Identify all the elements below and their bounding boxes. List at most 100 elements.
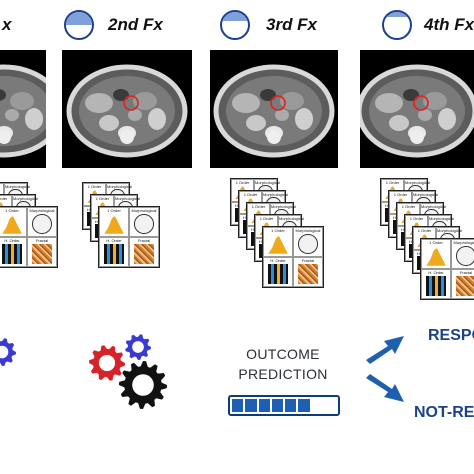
progress-segment [324, 399, 336, 412]
fraction-moon-icon [382, 10, 412, 40]
arrow-icon-down-right [366, 374, 404, 402]
feature-cell-label: Morphological [131, 208, 157, 213]
moon-fill [222, 12, 248, 22]
feature-cell-visual [32, 244, 52, 264]
feature-cell-label: H. Order [4, 238, 20, 243]
feature-cell-visual [32, 214, 52, 234]
feature-cell: Fractal [293, 257, 323, 287]
gear-icon-left-partial [0, 338, 16, 366]
progress-segment [311, 399, 323, 412]
feature-cell-label: 1 Order [259, 216, 274, 221]
feature-cell-visual [134, 244, 154, 264]
progress-segment [298, 399, 310, 412]
feature-cell-visual [456, 276, 474, 296]
progress-segment [232, 399, 244, 412]
feature-cell: 1 Order [99, 207, 129, 237]
feature-cell-visual [426, 248, 446, 266]
progress-segment [271, 399, 283, 412]
prediction-progress-bar [228, 395, 340, 416]
feature-cell-label: Morphological [263, 192, 288, 197]
fraction-label: 2nd Fx [108, 15, 163, 34]
feature-cell: H. Order [421, 269, 451, 299]
feature-cell-label: Morphological [413, 192, 438, 197]
gear-icon-red [89, 345, 125, 381]
mri-slice-3 [210, 50, 338, 168]
feature-cell: Morphological [27, 207, 57, 237]
feature-cell-label: 1 Order [385, 180, 400, 185]
feature-cell-label: Morphological [29, 208, 55, 213]
gear-icon-black [119, 361, 167, 409]
feature-cell-visual [2, 216, 22, 234]
feature-cell: 1 Order [421, 239, 451, 269]
tumor-roi-circle [123, 95, 139, 111]
feature-cell-label: Fractal [35, 238, 49, 243]
feature-cell-label: Morphological [429, 216, 454, 221]
tumor-roi-circle [270, 95, 286, 111]
fraction-label: 3rd Fx [266, 15, 318, 34]
feature-cell-label: 1 Order [393, 192, 408, 197]
feature-cell-visual [2, 244, 22, 264]
feature-cell-label: 1 Order [0, 184, 3, 189]
feature-cell-label: 1 Order [251, 204, 266, 209]
feature-cell-label: Morphological [255, 180, 280, 185]
feature-cell-visual [134, 214, 154, 234]
feature-cell-label: Morphological [437, 228, 462, 233]
feature-cell-label: Fractal [137, 238, 151, 243]
feature-cell-label: 1 Order [5, 208, 19, 213]
feature-cell: H. Order [263, 257, 293, 287]
feature-cell-label: Morphological [271, 204, 296, 209]
responder-label: RESPO [428, 327, 474, 344]
fraction-label: x [2, 15, 12, 34]
feature-cell-label: 1 Order [271, 228, 285, 233]
feature-cell-visual [104, 244, 124, 264]
feature-cell-visual [298, 264, 318, 284]
feature-cell-visual [104, 216, 124, 234]
fraction-moon-icon [64, 10, 94, 40]
mri-image [0, 64, 46, 158]
feature-cell-label: Morphological [453, 240, 474, 245]
non-responder-label: NOT-RE [414, 404, 474, 421]
feature-cell-label: H. Order [428, 270, 444, 275]
feature-cell-label: 1 Order [107, 208, 121, 213]
mri-slice-1 [0, 50, 46, 168]
feature-cell: H. Order [99, 237, 129, 267]
feature-cell-visual [268, 264, 288, 284]
feature-cell-label: Morphological [279, 216, 304, 221]
mri-image [66, 64, 188, 158]
feature-cell-label: Morphological [115, 196, 140, 201]
progress-segment [285, 399, 297, 412]
feature-cell: Fractal [129, 237, 159, 267]
gears-cluster [89, 334, 167, 409]
feature-card: 1 Order Morphological H. Order Fractal [420, 238, 474, 300]
feature-cell-visual [456, 246, 474, 266]
feature-cell-label: Morphological [405, 180, 430, 185]
feature-cell-visual [426, 276, 446, 296]
mri-slice-4 [360, 50, 474, 168]
feature-cell: H. Order [0, 237, 27, 267]
feature-cell-label: Morphological [421, 204, 446, 209]
progress-segment [258, 399, 270, 412]
feature-cell-label: Fractal [459, 270, 473, 275]
feature-cell-label: Morphological [5, 184, 30, 189]
feature-cell: Morphological [451, 239, 474, 269]
feature-cell-label: 1 Order [87, 184, 102, 189]
feature-cell-label: 1 Order [243, 192, 258, 197]
feature-card: 1 Order Morphological H. Order Fractal [0, 206, 58, 268]
feature-cell-label: Morphological [295, 228, 321, 233]
fraction-moon-icon [220, 10, 250, 40]
mri-image [213, 64, 335, 158]
gear-icon-blue [125, 334, 151, 360]
feature-cell-label: 1 Order [235, 180, 250, 185]
feature-card: 1 Order Morphological H. Order Fractal [98, 206, 160, 268]
mri-image [360, 64, 474, 158]
feature-cell-label: 1 Order [401, 204, 416, 209]
feature-cell-label: 1 Order [95, 196, 110, 201]
feature-cell-label: 1 Order [417, 228, 432, 233]
feature-cell-visual [268, 236, 288, 254]
feature-cell-label: H. Order [106, 238, 122, 243]
feature-cell-label: 1 Order [429, 240, 443, 245]
feature-cell-label: Morphological [13, 196, 38, 201]
tumor-roi-circle [413, 95, 429, 111]
feature-cell-label: 1 Order [409, 216, 424, 221]
feature-cell-label: Fractal [301, 258, 315, 263]
